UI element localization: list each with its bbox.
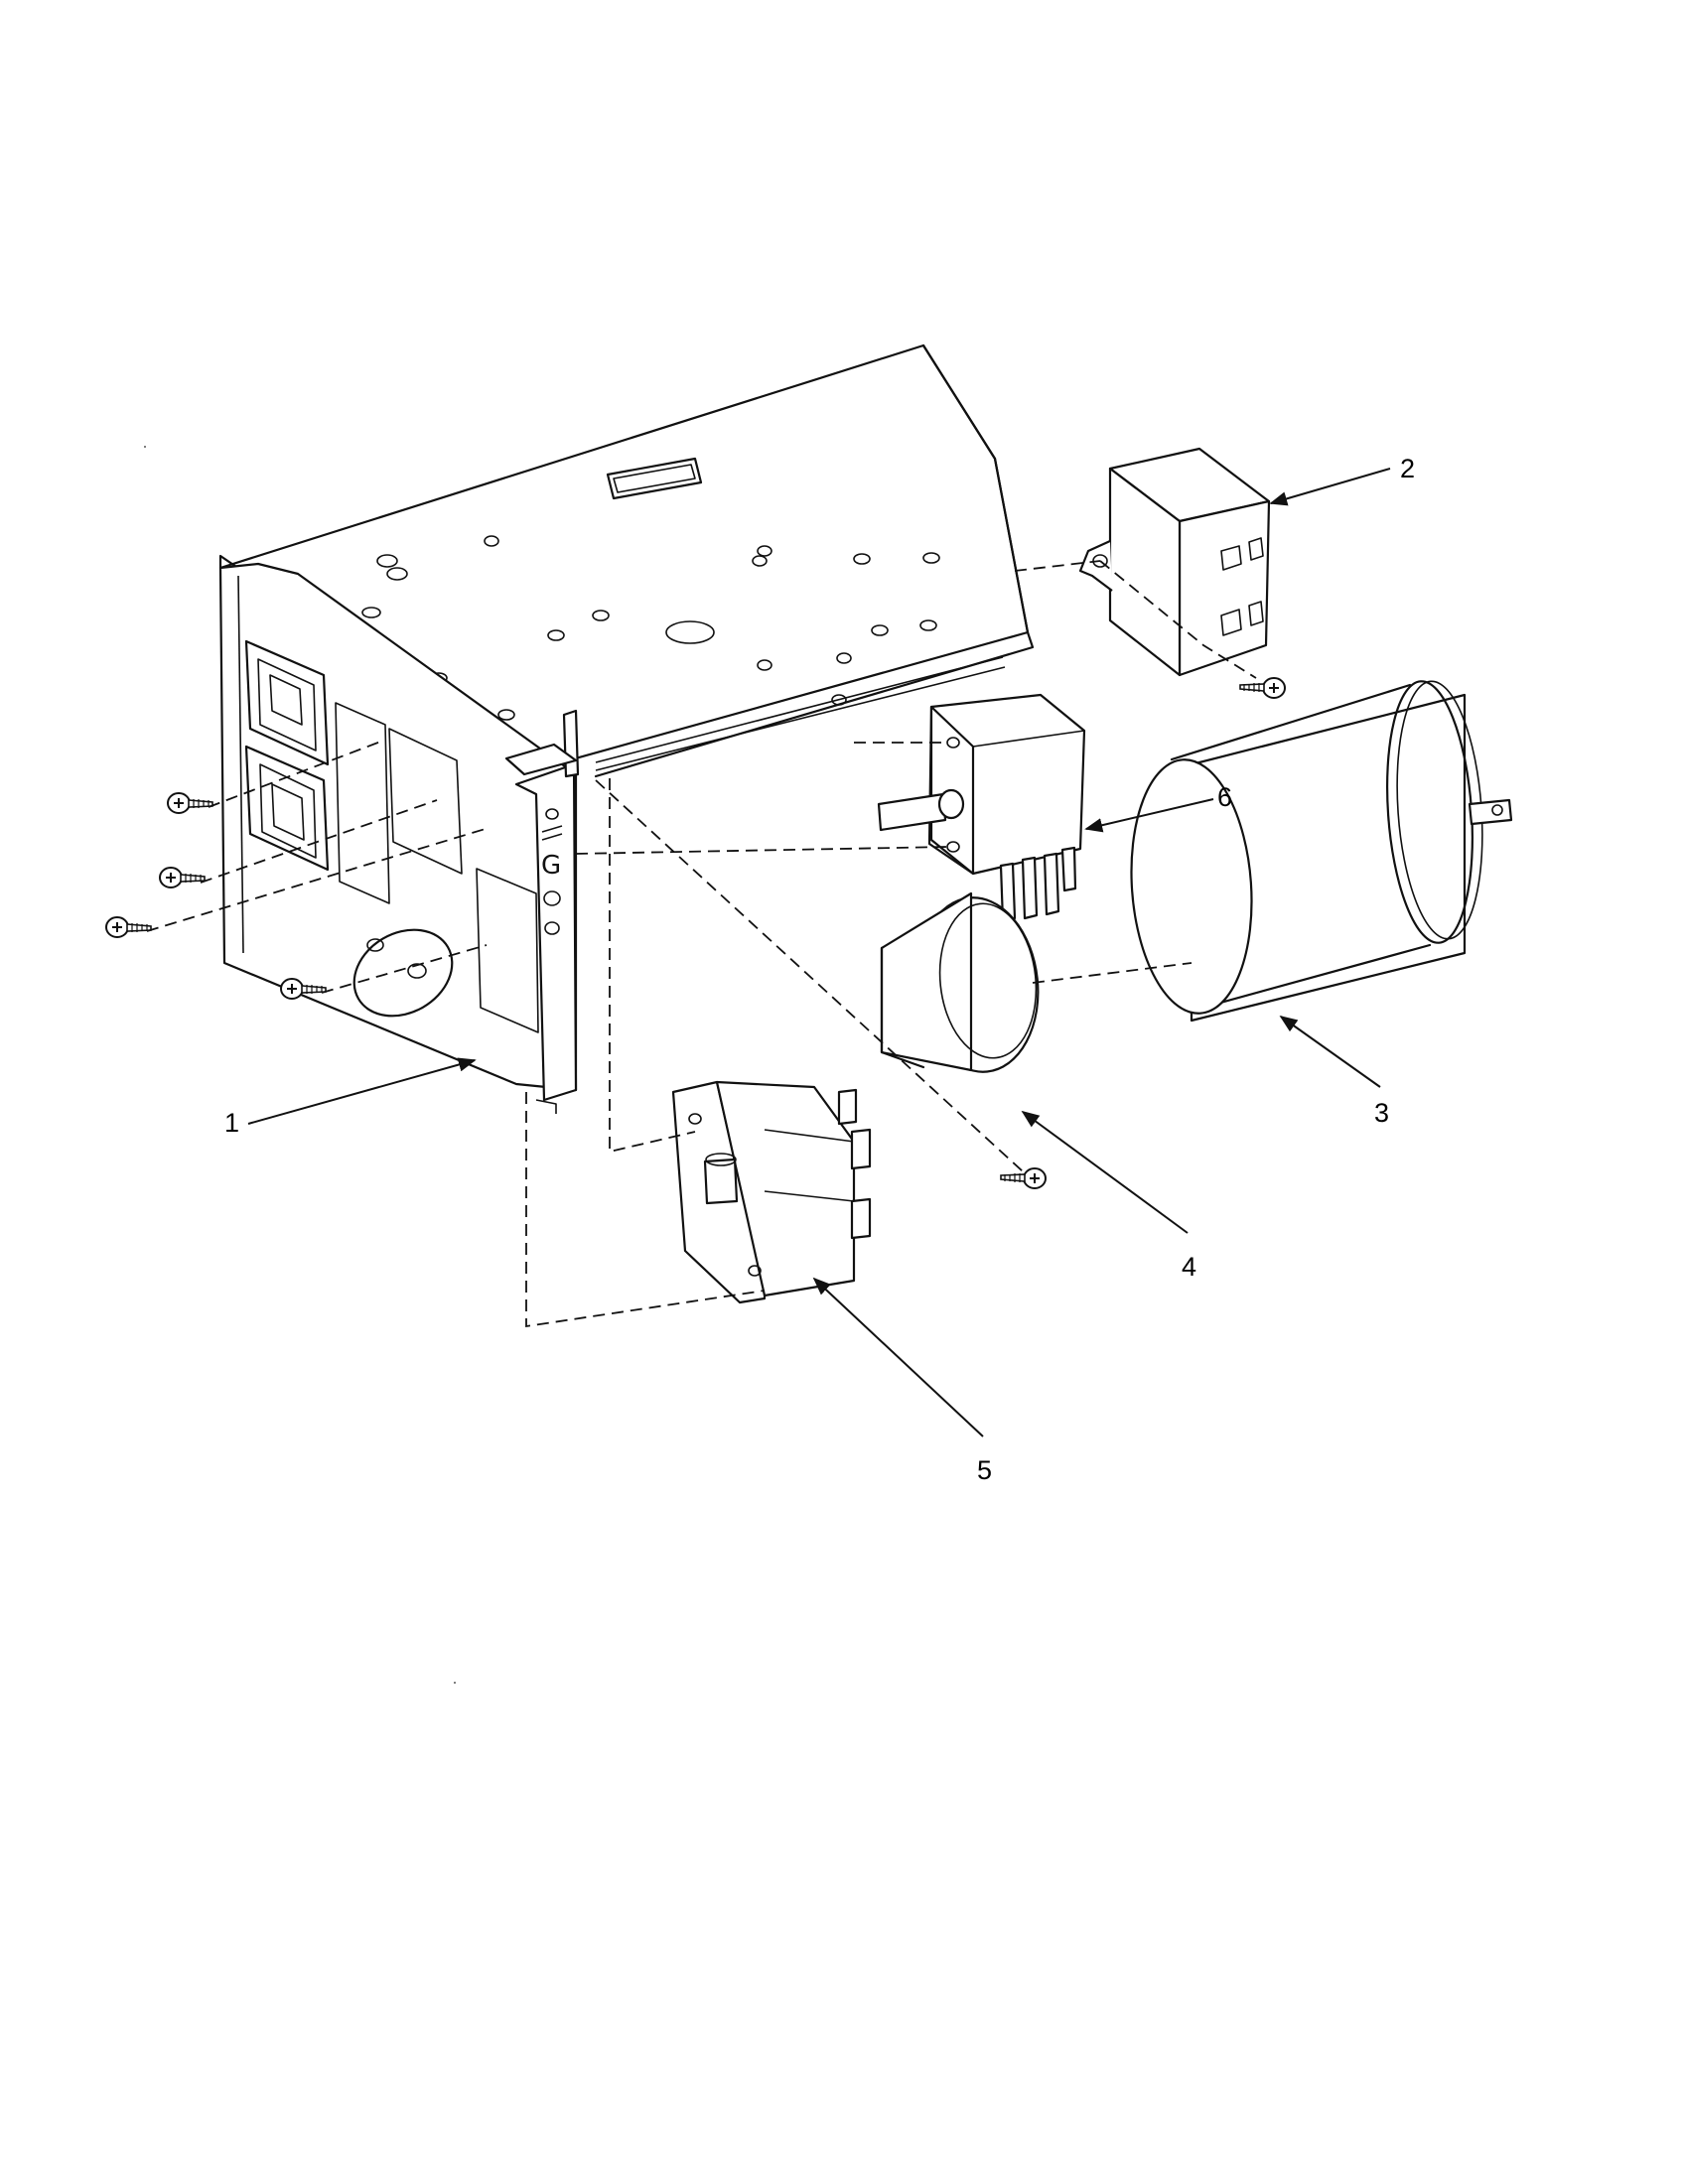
callout-5: 5 — [977, 1455, 992, 1485]
callout-4: 4 — [1182, 1252, 1196, 1282]
screw-icon — [167, 792, 213, 814]
callout-6: 6 — [1217, 782, 1232, 812]
screw-icon — [1000, 1167, 1047, 1189]
ground-mark: G — [541, 851, 561, 881]
screw-icon — [105, 916, 152, 938]
screw-icon — [159, 867, 206, 888]
selector-switch — [877, 693, 1086, 923]
capacitor — [1130, 680, 1513, 1023]
callout-1: 1 — [224, 1108, 239, 1138]
callout-2: 2 — [1400, 454, 1415, 483]
callout-3: 3 — [1374, 1098, 1389, 1128]
control-bracket: G — [218, 343, 1035, 1114]
rotary-switch — [671, 1080, 872, 1304]
chassis-holes — [293, 535, 940, 749]
leader-lines — [247, 468, 1391, 1437]
scan-speck — [454, 1682, 456, 1684]
callout-labels: 1 2 3 4 5 6 — [224, 454, 1415, 1485]
alignment-lines — [146, 560, 1257, 1328]
screw-icon — [1239, 677, 1286, 699]
terminal-block — [1078, 447, 1286, 699]
capacitor-strap — [880, 891, 1047, 1189]
scan-speck — [144, 446, 146, 448]
